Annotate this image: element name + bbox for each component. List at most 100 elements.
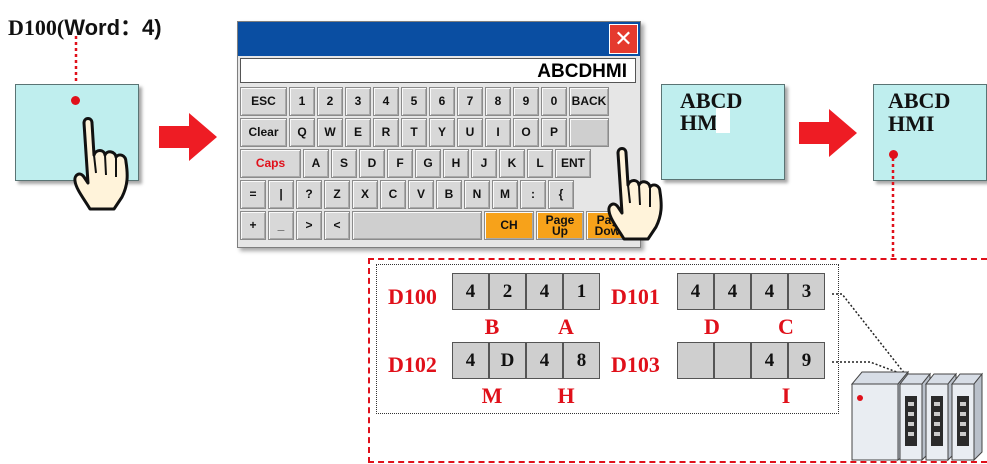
key-y[interactable]: Y [429, 118, 455, 147]
register-label: D100 [388, 284, 437, 309]
result-connector [891, 158, 895, 260]
register-label: D101 [611, 284, 660, 309]
screen-line-1: ABCD [680, 88, 743, 113]
key-?[interactable]: ? [296, 180, 322, 209]
register-cell: 4 [526, 273, 563, 310]
key-8[interactable]: 8 [485, 87, 511, 116]
text-cursor [716, 108, 730, 133]
key-9[interactable]: 9 [513, 87, 539, 116]
right-arrow-icon [159, 113, 217, 161]
key-q[interactable]: Q [289, 118, 315, 147]
close-icon[interactable]: ✕ [609, 24, 638, 54]
key-j[interactable]: J [471, 149, 497, 178]
key-blank[interactable] [352, 211, 482, 240]
key-b[interactable]: B [436, 180, 462, 209]
key-c[interactable]: C [380, 180, 406, 209]
key-w[interactable]: W [317, 118, 343, 147]
key-ent[interactable]: ENT [555, 149, 591, 178]
register-cell: 4 [452, 342, 489, 379]
key-l[interactable]: L [527, 149, 553, 178]
key-x[interactable]: X [352, 180, 378, 209]
right-arrow-icon [799, 109, 857, 157]
register-cell: 4 [452, 273, 489, 310]
plc-device-icon [850, 370, 984, 462]
key-back[interactable]: BACK [569, 87, 609, 116]
title-word: Word [64, 15, 121, 40]
key-3[interactable]: 3 [345, 87, 371, 116]
key-t[interactable]: T [401, 118, 427, 147]
key-5[interactable]: 5 [401, 87, 427, 116]
key-ch[interactable]: CH [484, 211, 534, 240]
ascii-letter: M [481, 383, 503, 408]
register-cell: 3 [788, 273, 825, 310]
ascii-letter: B [484, 314, 500, 339]
key-a[interactable]: A [303, 149, 329, 178]
ascii-letter: D [704, 314, 720, 339]
ascii-letter: I [781, 383, 791, 408]
key-n[interactable]: N [464, 180, 490, 209]
key-{[interactable]: { [548, 180, 574, 209]
key-6[interactable]: 6 [429, 87, 455, 116]
key-o[interactable]: O [513, 118, 539, 147]
register-cell: 4 [751, 342, 788, 379]
key-z[interactable]: Z [324, 180, 350, 209]
title-suffix: ：4) [120, 15, 162, 40]
key-caps[interactable]: Caps [240, 149, 301, 178]
key-2[interactable]: 2 [317, 87, 343, 116]
key-7[interactable]: 7 [457, 87, 483, 116]
partial-input-screen: ABCD HM [661, 84, 785, 180]
key-blank[interactable] [569, 118, 609, 147]
title-prefix: D100( [8, 15, 65, 40]
screen-line-2: HMI [888, 111, 935, 136]
screen-line-1: ABCD [888, 88, 951, 113]
key-u[interactable]: U [457, 118, 483, 147]
register-cell: 9 [788, 342, 825, 379]
key-:[interactable]: : [520, 180, 546, 209]
keyboard-titlebar [238, 22, 640, 56]
key-d[interactable]: D [359, 149, 385, 178]
register-cell: 2 [489, 273, 526, 310]
key-g[interactable]: G [415, 149, 441, 178]
key-clear[interactable]: Clear [240, 118, 287, 147]
key-p[interactable]: P [541, 118, 567, 147]
register-cell: 4 [677, 273, 714, 310]
diagram-title: D100(Word：4) [8, 10, 162, 42]
register-cell: 4 [526, 342, 563, 379]
register-cell: 8 [563, 342, 600, 379]
marker-dot [71, 96, 80, 105]
register-cell [714, 342, 751, 379]
key-|[interactable]: | [268, 180, 294, 209]
register-label: D102 [388, 352, 437, 377]
key-_[interactable]: _ [268, 211, 294, 240]
key-k[interactable]: K [499, 149, 525, 178]
key-m[interactable]: M [492, 180, 518, 209]
register-cell: D [489, 342, 526, 379]
key->[interactable]: > [296, 211, 322, 240]
key-<[interactable]: < [324, 211, 350, 240]
register-cell [677, 342, 714, 379]
key-v[interactable]: V [408, 180, 434, 209]
register-frame [368, 258, 987, 463]
register-label: D103 [611, 352, 660, 377]
plc-leader-lines [832, 293, 906, 375]
register-cell: 4 [751, 273, 788, 310]
key-0[interactable]: 0 [541, 87, 567, 116]
key-e[interactable]: E [345, 118, 371, 147]
ascii-letter: H [557, 383, 575, 408]
key-=[interactable]: = [240, 180, 266, 209]
key-r[interactable]: R [373, 118, 399, 147]
ascii-letter: A [558, 314, 574, 339]
key-4[interactable]: 4 [373, 87, 399, 116]
key-f[interactable]: F [387, 149, 413, 178]
key-i[interactable]: I [485, 118, 511, 147]
register-cell: 4 [714, 273, 751, 310]
ascii-letter: C [778, 314, 794, 339]
key-esc[interactable]: ESC [240, 87, 287, 116]
screen-line-2: HM [680, 110, 718, 135]
key-+[interactable]: + [240, 211, 266, 240]
key-1[interactable]: 1 [289, 87, 315, 116]
key-s[interactable]: S [331, 149, 357, 178]
key-h[interactable]: H [443, 149, 469, 178]
